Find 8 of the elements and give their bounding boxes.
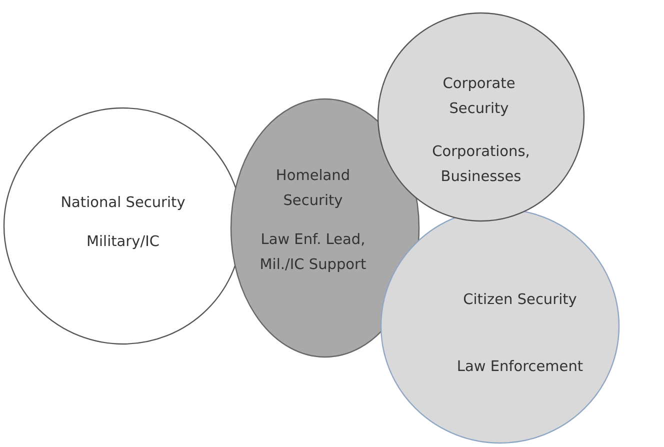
circle-heading: Corporate Security — [442, 75, 516, 119]
circle-heading: Citizen Security — [462, 291, 578, 310]
circle-heading: Homeland Security — [274, 167, 352, 211]
circle-heading: National Security — [60, 194, 186, 213]
circle-text: Corporations, Businesses — [431, 143, 531, 187]
circle-text: Law Enf. Lead, Mil./IC Support — [258, 231, 368, 275]
circle-text: Law Enforcement — [456, 358, 584, 377]
circle-text: Military/IC — [86, 233, 160, 252]
